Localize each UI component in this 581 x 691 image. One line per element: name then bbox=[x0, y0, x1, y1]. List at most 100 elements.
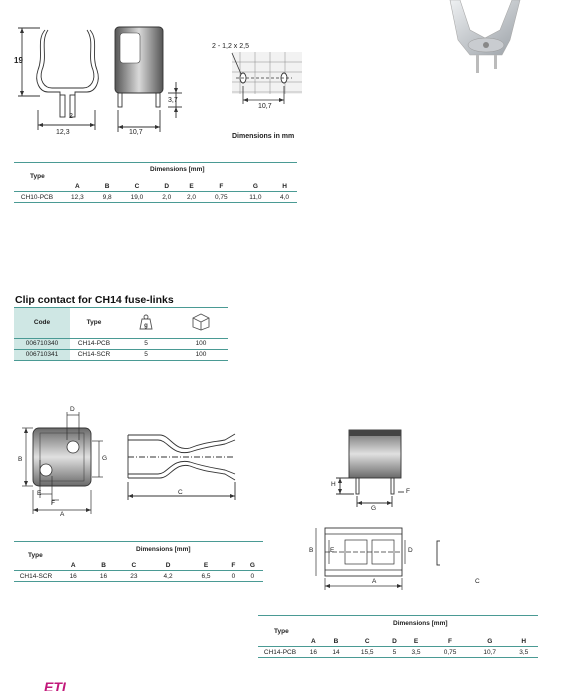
table3-data-row: CH14-PCB 16 14 15,5 5 3,5 0,75 10,7 3,5 bbox=[258, 646, 538, 658]
order-table: Code Type g 006710340 CH14-PCB 5 100 006… bbox=[14, 308, 228, 361]
table3-top-rule bbox=[258, 615, 538, 616]
order-code: 006710341 bbox=[14, 349, 70, 360]
table1-cell: 12,3 bbox=[71, 193, 84, 201]
table1-col: E bbox=[189, 182, 194, 190]
order-weight: 5 bbox=[144, 340, 148, 347]
table3-cell: 16 bbox=[309, 648, 317, 656]
dim-hole-label: 2 - 1,2 x 2,5 bbox=[212, 43, 249, 50]
mid-label-e3: E bbox=[330, 547, 335, 554]
order-weight: 5 bbox=[144, 351, 148, 358]
dim-19-label: 19 bbox=[14, 56, 23, 65]
order-pack: 100 bbox=[195, 340, 207, 347]
weight-header: g bbox=[118, 308, 174, 338]
mid-label-a3: A bbox=[372, 578, 377, 585]
mid-label-b3: B bbox=[309, 547, 314, 554]
mid-label-e: E bbox=[37, 490, 42, 497]
order-row: 006710341 CH14-SCR 5 100 bbox=[14, 349, 228, 360]
dim-10-7-left-label: 10,7 bbox=[129, 129, 143, 136]
table2: A B C D E F G CH14-SCR 16 16 23 4,2 6,5 … bbox=[14, 560, 263, 582]
mid-label-a: A bbox=[60, 511, 65, 518]
table1-top-rule bbox=[14, 162, 297, 163]
table2-col: E bbox=[203, 561, 209, 569]
mid-label-b: B bbox=[18, 456, 23, 463]
table2-col: C bbox=[131, 561, 137, 569]
table3-col: H bbox=[521, 637, 527, 645]
table3-col: G bbox=[487, 637, 493, 645]
table1-col: C bbox=[134, 182, 140, 190]
table3-type: CH14-PCB bbox=[263, 648, 297, 656]
section2-rule bbox=[14, 307, 228, 308]
mid-label-h: H bbox=[331, 481, 336, 488]
table2-col: G bbox=[249, 561, 255, 569]
table1-cell: 4,0 bbox=[280, 193, 290, 201]
table2-cell: 16 bbox=[69, 572, 77, 580]
table1-col: F bbox=[219, 182, 224, 190]
ch14-clip-drawings bbox=[22, 412, 440, 590]
box-icon bbox=[192, 313, 210, 331]
table1-cell: 11,0 bbox=[249, 193, 262, 201]
table3-col: B bbox=[333, 637, 339, 645]
table1-cell: 0,75 bbox=[214, 193, 228, 201]
table2-col: F bbox=[231, 561, 236, 569]
section2-title: Clip contact for CH14 fuse-links bbox=[15, 294, 174, 306]
table2-header-row: A B C D E F G bbox=[14, 560, 263, 571]
order-code: 006710340 bbox=[14, 338, 70, 349]
table2-type-label: Type bbox=[28, 552, 43, 559]
table1-col: A bbox=[75, 182, 80, 190]
table2-col: B bbox=[101, 561, 106, 569]
mid-label-f2: F bbox=[406, 488, 410, 495]
table2-cell: 6,5 bbox=[201, 572, 211, 580]
table3-type-label: Type bbox=[274, 628, 289, 635]
table3-cell: 3,5 bbox=[411, 648, 421, 656]
table2-data-row: CH14-SCR 16 16 23 4,2 6,5 0 0 bbox=[14, 570, 263, 582]
mid-label-c3: C bbox=[475, 578, 480, 585]
eti-logo: ETI bbox=[44, 680, 66, 691]
table2-top-rule bbox=[14, 541, 263, 542]
table3-cell: 3,5 bbox=[519, 648, 529, 656]
table1-col: D bbox=[164, 182, 170, 190]
table2-cell: 0 bbox=[250, 572, 255, 580]
table2-cell: 23 bbox=[130, 572, 138, 580]
order-type: CH14-SCR bbox=[77, 351, 111, 358]
table3: A B C D E F G H CH14-PCB 16 14 15,5 5 3,… bbox=[258, 636, 538, 658]
table2-dims-label: Dimensions [mm] bbox=[136, 546, 191, 553]
order-pack: 100 bbox=[195, 351, 207, 358]
weight-icon: g bbox=[139, 314, 153, 330]
table1-type: CH10-PCB bbox=[20, 193, 54, 201]
table2-cell: 0 bbox=[231, 572, 236, 580]
table1-col: H bbox=[282, 182, 287, 190]
table1-cell: 2,0 bbox=[187, 193, 197, 201]
mid-label-g2: G bbox=[371, 505, 377, 512]
table3-col: D bbox=[392, 637, 397, 645]
table3-cell: 14 bbox=[332, 648, 340, 656]
table3-dims-label: Dimensions [mm] bbox=[393, 620, 448, 627]
weight-icon-text: g bbox=[144, 323, 148, 329]
table2-cell: 16 bbox=[99, 572, 108, 580]
table3-col: C bbox=[364, 637, 370, 645]
table3-cell: 5 bbox=[392, 648, 397, 656]
mid-label-g: G bbox=[102, 455, 108, 462]
package-header bbox=[174, 308, 228, 338]
dim-3-7-label: 3,7 bbox=[168, 97, 178, 104]
table1-data-row: CH10-PCB 12,3 9,8 19,0 2,0 2,0 0,75 11,0… bbox=[14, 191, 297, 203]
dim-2-label: 2 bbox=[69, 113, 73, 120]
order-type: CH14-PCB bbox=[77, 340, 111, 347]
table1-dims-label: Dimensions [mm] bbox=[150, 166, 205, 173]
table1-type-label: Type bbox=[30, 173, 45, 180]
dim-10-7-right-label: 10,7 bbox=[258, 103, 272, 110]
table1-col: B bbox=[104, 182, 110, 190]
table2-col: A bbox=[70, 561, 76, 569]
table2-cell: 4,2 bbox=[163, 572, 173, 580]
order-row: 006710340 CH14-PCB 5 100 bbox=[14, 338, 228, 349]
table3-col: E bbox=[413, 637, 419, 645]
table3-header-row: A B C D E F G H bbox=[258, 636, 538, 647]
table1: A B C D E F G H CH10-PCB 12,3 9,8 19,0 2… bbox=[14, 181, 297, 203]
table3-col: A bbox=[310, 637, 316, 645]
mid-label-c: C bbox=[178, 489, 183, 496]
table2-type: CH14-SCR bbox=[19, 572, 53, 580]
table3-cell: 15,5 bbox=[360, 648, 374, 656]
table1-header-row: A B C D E F G H bbox=[14, 181, 297, 192]
table1-cell: 9,8 bbox=[102, 193, 112, 201]
dimensions-note: Dimensions in mm bbox=[232, 133, 295, 140]
table3-col: F bbox=[448, 637, 453, 645]
